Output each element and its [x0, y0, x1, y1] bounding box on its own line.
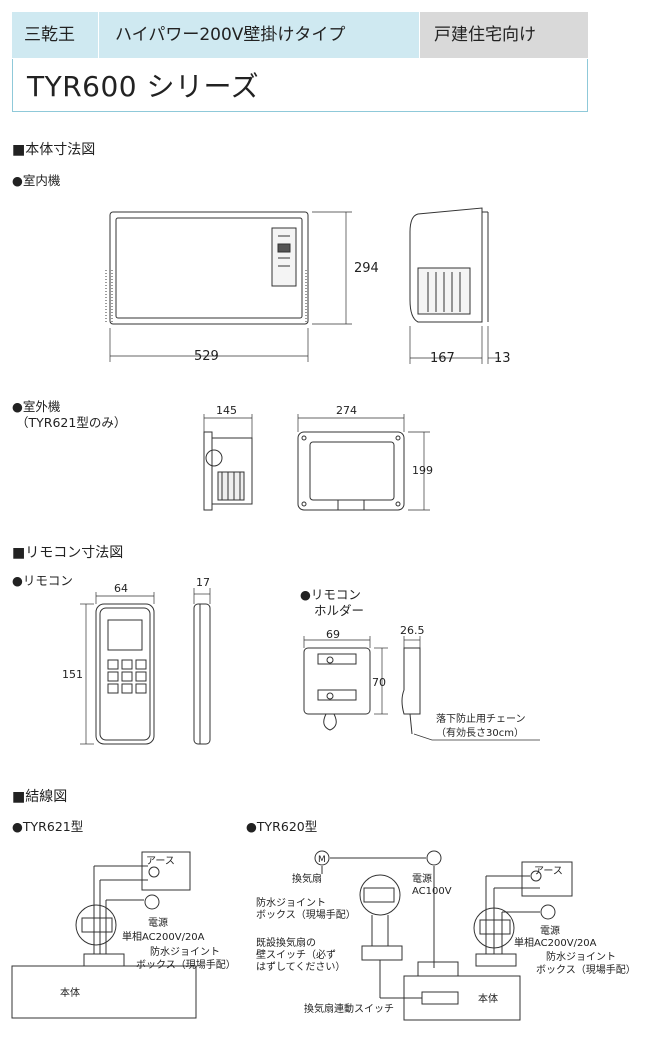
wiring-title: ■結線図 [12, 789, 68, 805]
tyr620-joint-2: ボックス（現場手配） [256, 908, 356, 921]
type-cell: ハイパワー200V壁掛けタイプ [98, 12, 420, 58]
tyr620-label: ●TYR620型 [246, 819, 318, 834]
tyr620-main-unit: 本体 [478, 992, 498, 1005]
tyr620-joint2-1: 防水ジョイント [546, 950, 616, 963]
tyr620-ac100: AC100V [412, 886, 452, 897]
indoor-unit-label: ●室内機 [12, 173, 61, 188]
series-title: TYR600 シリーズ [27, 70, 260, 103]
dim-indoor-height: 294 [354, 261, 379, 276]
holder-label-2: ホルダー [314, 603, 365, 618]
remote-label: ●リモコン [12, 573, 73, 588]
dim-side-depth: 167 [430, 351, 455, 366]
brand-cell: 三乾王 [24, 25, 75, 45]
dim-outdoor-depth: 145 [216, 404, 237, 417]
chain-note-1: 落下防止用チェーン [436, 712, 526, 725]
outdoor-unit-front-drawing [297, 414, 430, 511]
remote-front-drawing [80, 592, 155, 745]
existing-switch-2: 壁スイッチ（必ず [256, 948, 336, 961]
holder-front-drawing [303, 636, 388, 731]
dim-remote-width: 64 [114, 582, 128, 595]
tyr621-wiring-diagram [11, 851, 197, 1019]
tyr620-earth: アース [534, 866, 563, 877]
tyr621-main-unit: 本体 [60, 986, 80, 999]
fan-link-switch: 換気扇連動スイッチ [304, 1002, 394, 1015]
target-cell: 戸建住宅向け [420, 12, 588, 58]
product-header: 三乾王 ハイパワー200V壁掛けタイプ 戸建住宅向け TYR600 シリーズ [12, 12, 588, 112]
tyr620-power-spec: 単相AC200V/20A [514, 936, 597, 949]
dim-remote-height: 151 [62, 668, 83, 681]
existing-switch-1: 既設換気扇の [256, 936, 316, 949]
tyr621-joint-2: ボックス（現場手配） [136, 958, 236, 971]
outdoor-unit-side-drawing [203, 414, 253, 511]
indoor-unit-side-drawing [409, 207, 500, 364]
dim-outdoor-height: 199 [412, 464, 433, 477]
dim-outdoor-width: 274 [336, 404, 357, 417]
tyr620-joint-1: 防水ジョイント [256, 896, 326, 909]
outdoor-unit-note: （TYR621型のみ） [16, 415, 127, 430]
tyr621-earth: アース [146, 856, 175, 867]
dim-holder-height: 70 [372, 676, 386, 689]
remote-dimension-title: ■リモコン寸法図 [12, 545, 124, 561]
header-category-row: 三乾王 ハイパワー200V壁掛けタイプ 戸建住宅向け [12, 12, 588, 58]
indoor-unit-front-drawing [105, 211, 352, 362]
existing-switch-3: はずしてください） [256, 961, 345, 973]
tyr620-joint2-2: ボックス（現場手配） [536, 963, 636, 976]
chain-note-2: （有効長さ30cm） [436, 726, 524, 739]
series-row: TYR600 シリーズ [12, 59, 588, 112]
dim-remote-thickness: 17 [196, 576, 210, 589]
tyr620-power: 電源 [412, 872, 432, 885]
dim-side-extra: 13 [494, 351, 511, 366]
dim-holder-width: 69 [326, 628, 340, 641]
body-dimension-title: ■本体寸法図 [12, 142, 96, 158]
tyr621-power-spec: 単相AC200V/20A [122, 930, 205, 943]
motor-symbol: M [318, 855, 326, 865]
tyr621-power: 電源 [148, 916, 168, 929]
holder-label-1: ●リモコン [300, 587, 361, 602]
tyr621-label: ●TYR621型 [12, 819, 84, 834]
outdoor-unit-label: ●室外機 [12, 399, 61, 414]
tyr620-wiring-diagram [314, 850, 573, 1021]
holder-side-drawing [401, 636, 540, 741]
tyr621-joint-1: 防水ジョイント [150, 945, 220, 958]
tyr620-power2: 電源 [540, 924, 560, 937]
remote-side-drawing [193, 588, 211, 745]
dim-holder-depth: 26.5 [400, 624, 425, 637]
dim-indoor-width: 529 [194, 349, 219, 364]
fan-label: 換気扇 [292, 872, 322, 885]
